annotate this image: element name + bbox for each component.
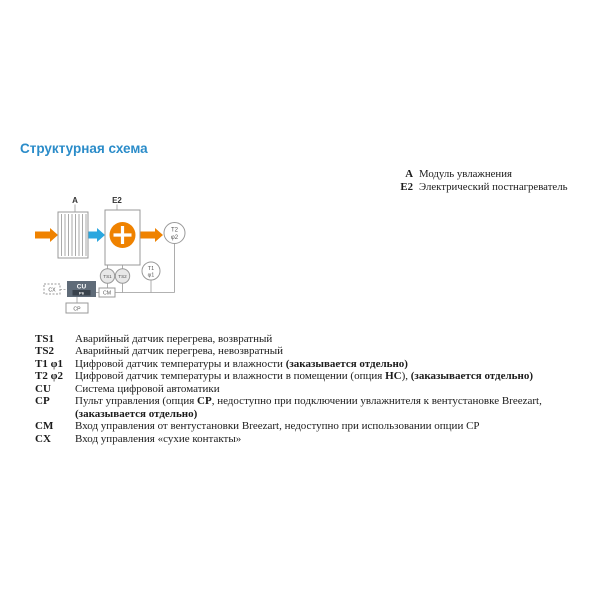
sensor-ts1: TS1 bbox=[99, 268, 116, 284]
abbreviation-row: T1 φ1 Цифровой датчик температуры и влажн… bbox=[35, 358, 591, 370]
abbreviation-text: Система цифровой автоматики bbox=[75, 382, 220, 395]
sensor-t2: T2 φ2 bbox=[163, 222, 186, 244]
legend-key: A bbox=[405, 168, 413, 180]
abbreviation-description: Вход управления «сухие контакты» bbox=[75, 433, 591, 445]
abbreviation-row: CM Вход управления от вентустановки Breez… bbox=[35, 420, 591, 432]
abbreviation-text: Вход управления от вентустановки Breezar… bbox=[75, 420, 480, 433]
abbreviation-row: CX Вход управления «сухие контакты» bbox=[35, 433, 591, 445]
abbreviation-key: T1 φ1 bbox=[35, 357, 63, 370]
abbreviation-key: TS2 bbox=[35, 345, 54, 358]
abbreviation-text: Аварийный датчик перегрева, невозвратный bbox=[75, 345, 284, 358]
abbreviation-text-bold: (заказывается отдельно) bbox=[285, 357, 408, 370]
abbreviation-text: Цифровой датчик температуры и влажности bbox=[75, 357, 286, 370]
abbreviation-key: CU bbox=[35, 382, 51, 395]
humidifier-label: A bbox=[72, 196, 78, 205]
abbreviation-description: Цифровой датчик температуры и влажности … bbox=[75, 358, 591, 370]
abbreviation-text-bold: CP bbox=[197, 395, 212, 408]
humidifier-module bbox=[57, 211, 89, 259]
abbreviation-description: Пульт управления (опция CP, недоступно п… bbox=[75, 395, 591, 420]
abbreviation-description: Аварийный датчик перегрева, возвратный bbox=[75, 333, 591, 345]
abbreviations-list: TS1 Аварийный датчик перегрева, возвратны… bbox=[35, 333, 591, 445]
abbreviation-text-bold: НС bbox=[385, 370, 402, 383]
abbreviation-text: , недоступно при подключении увлажнителя… bbox=[211, 395, 542, 408]
legend-text: Электрический постнагреватель bbox=[419, 181, 568, 193]
scheme-diagram: A E2 T2 φ2 bbox=[35, 196, 186, 314]
abbreviation-row: CU Система цифровой автоматики bbox=[35, 383, 591, 395]
sensor-t2-label: T2 bbox=[171, 228, 179, 234]
legend-key: E2 bbox=[400, 181, 413, 193]
abbreviation-description: Аварийный датчик перегрева, невозвратный bbox=[75, 345, 591, 357]
abbreviation-text: Вход управления «сухие контакты» bbox=[75, 432, 242, 445]
cx-label: CX bbox=[48, 287, 56, 293]
sensor-t2-label: φ2 bbox=[171, 235, 179, 241]
abbreviation-key: T2 φ2 bbox=[35, 370, 63, 383]
sensor-t1-label: T1 bbox=[148, 266, 154, 272]
abbreviation-text: Пульт управления (опция bbox=[75, 395, 198, 408]
postheater-label: E2 bbox=[112, 196, 122, 205]
abbreviation-row: TS1 Аварийный датчик перегрева, возвратны… bbox=[35, 333, 591, 345]
abbreviation-row: TS2 Аварийный датчик перегрева, невозврат… bbox=[35, 345, 591, 357]
postheater-unit bbox=[104, 209, 141, 266]
abbreviation-key: CM bbox=[35, 420, 54, 433]
cm-label: CM bbox=[103, 290, 111, 296]
abbreviation-text: ), bbox=[401, 370, 411, 383]
legend-item: E2 Электрический постнагреватель bbox=[394, 181, 568, 194]
cp-remote: CP bbox=[65, 302, 89, 314]
cx-input: CX bbox=[43, 283, 61, 295]
sensor-t1-label: φ1 bbox=[148, 273, 155, 279]
control-unit-label: CU bbox=[77, 284, 87, 291]
control-unit: CU P6 bbox=[67, 281, 96, 297]
abbreviation-description: Цифровой датчик температуры и влажности … bbox=[75, 370, 591, 382]
abbreviation-description: Система цифровой автоматики bbox=[75, 383, 591, 395]
inlet-airflow-arrow-icon bbox=[35, 228, 58, 242]
abbreviation-row: T2 φ2 Цифровой датчик температуры и влажн… bbox=[35, 370, 591, 382]
legend-text: Модуль увлажнения bbox=[419, 168, 512, 180]
abbreviation-text: Цифровой датчик температуры и влажности … bbox=[75, 370, 386, 383]
abbreviation-text-bold: (заказывается отдельно) bbox=[410, 370, 533, 383]
abbreviation-text: Аварийный датчик перегрева, возвратный bbox=[75, 333, 273, 345]
abbreviation-key: TS1 bbox=[35, 333, 54, 345]
outlet-airflow-arrow-icon bbox=[140, 228, 163, 242]
sensor-ts2-label: TS2 bbox=[118, 274, 127, 279]
humidified-airflow-arrow-icon bbox=[87, 228, 105, 242]
legend: A Модуль увлажнения E2 Электрический пос… bbox=[394, 168, 568, 194]
control-unit-sub-label: P6 bbox=[79, 290, 85, 295]
sensor-t1: T1 φ1 bbox=[141, 261, 161, 281]
cp-label: CP bbox=[73, 306, 81, 312]
cm-input: CM bbox=[98, 287, 116, 298]
sensor-ts1-label: TS1 bbox=[103, 274, 112, 279]
connection-lines bbox=[60, 243, 175, 303]
legend-item: A Модуль увлажнения bbox=[394, 168, 568, 181]
abbreviation-description: Вход управления от вентустановки Breezar… bbox=[75, 420, 591, 432]
page-title: Структурная схема bbox=[20, 141, 148, 156]
abbreviation-key: CP bbox=[35, 395, 50, 408]
abbreviation-key: CX bbox=[35, 432, 51, 445]
abbreviation-text-bold: (заказывается отдельно) bbox=[75, 407, 198, 420]
sensor-ts2: TS2 bbox=[114, 268, 131, 284]
